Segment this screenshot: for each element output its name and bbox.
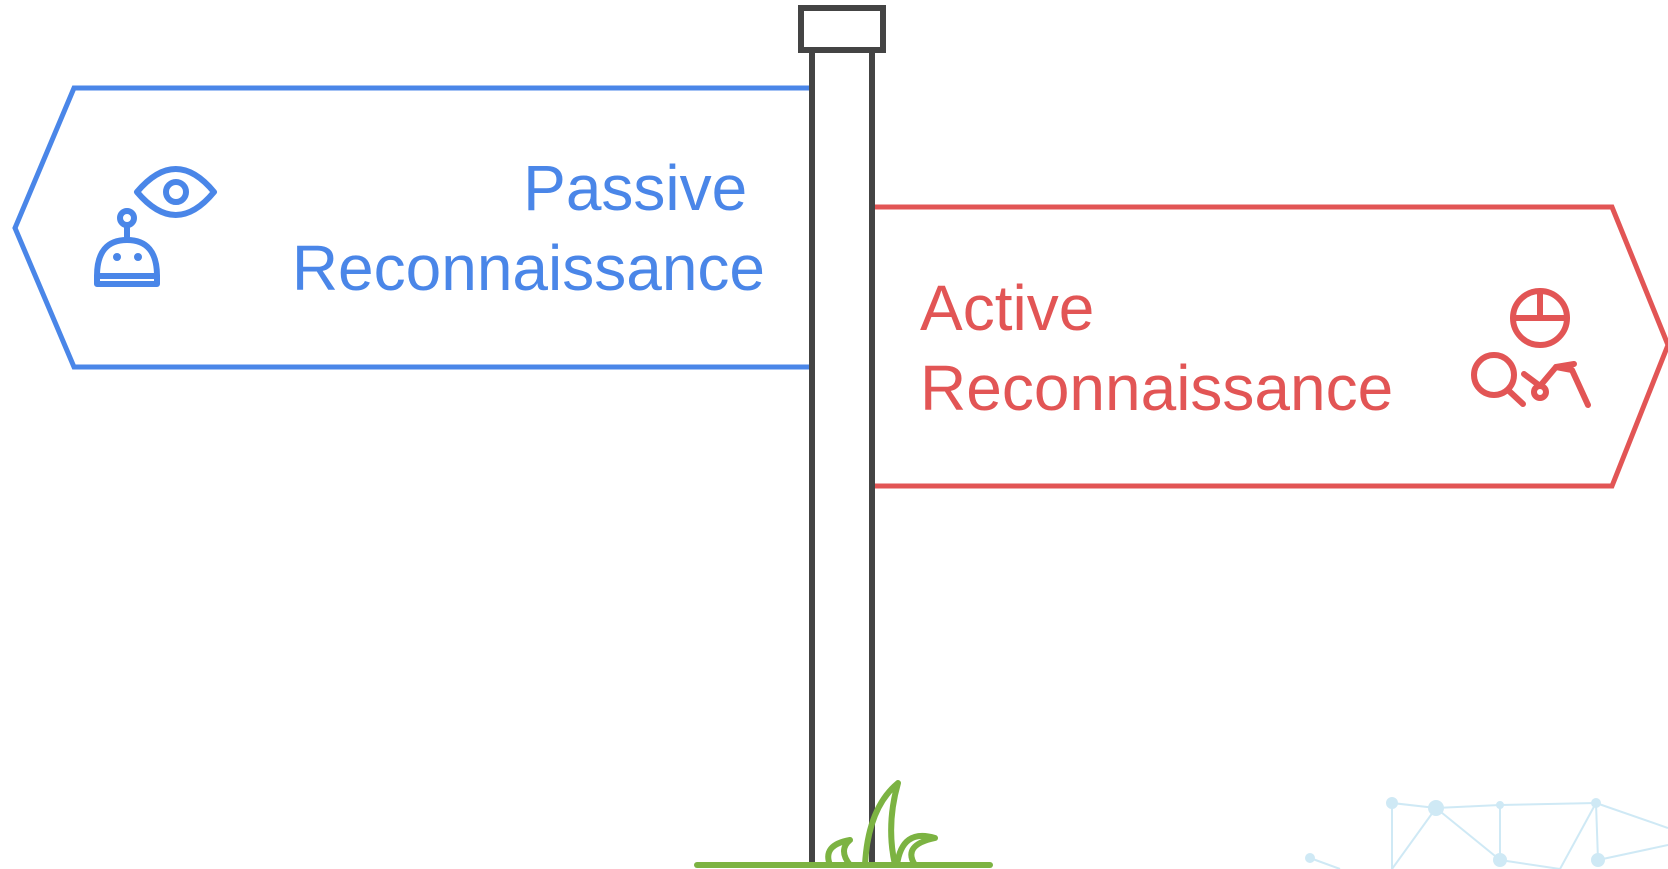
passive-title-line2: Reconnaissance <box>292 232 765 304</box>
active-sign: Active Reconnaissance <box>869 204 1668 489</box>
active-title-line2: Reconnaissance <box>920 352 1393 424</box>
active-sign-board <box>869 204 1668 489</box>
signpost-pole <box>798 5 886 868</box>
robot-with-eye-icon <box>94 166 217 287</box>
network-decoration <box>1305 797 1668 869</box>
grass-ground <box>694 780 993 868</box>
passive-sign-board <box>12 85 812 370</box>
passive-title-line1: Passive <box>523 152 747 224</box>
pole-cap <box>798 5 886 53</box>
passive-sign: Passive Reconnaissance <box>12 85 812 370</box>
active-title-line1: Active <box>920 272 1094 344</box>
pole-body <box>809 42 875 868</box>
user-with-magnifier-icon <box>1471 288 1591 408</box>
robot-eyes <box>113 253 142 261</box>
svg-text:Passive Reconnaissance: Passive Reconnaissance <box>292 152 765 304</box>
svg-text:Active Reconnaissance: Active Reconnaissance <box>920 272 1393 424</box>
